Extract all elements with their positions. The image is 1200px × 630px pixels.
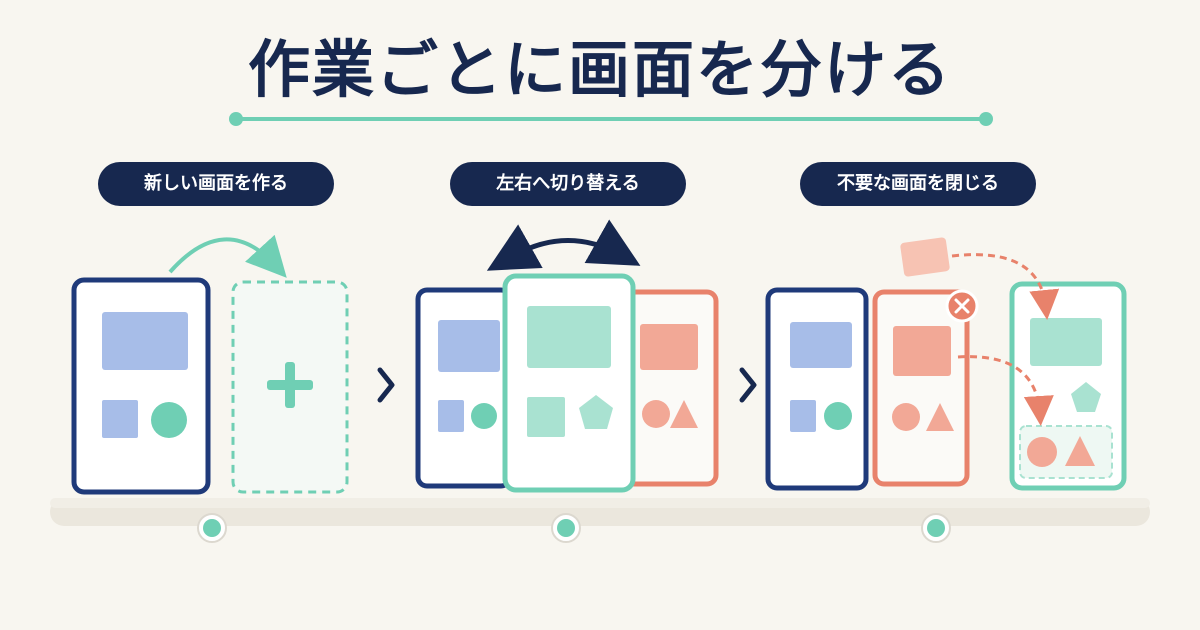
step3-closing-screen bbox=[872, 289, 970, 487]
step2-right-screen bbox=[621, 289, 719, 487]
title-underline bbox=[229, 112, 993, 126]
curved-arrow-icon bbox=[168, 234, 287, 278]
step-label-create: 新しい画面を作る bbox=[98, 162, 334, 206]
page-title: 作業ごとに画面を分ける bbox=[247, 33, 952, 106]
double-arrow-icon bbox=[486, 219, 641, 271]
step-label-close: 不要な画面を閉じる bbox=[800, 162, 1036, 206]
curved-arrow-icon bbox=[951, 253, 1060, 320]
chevron-right-icon bbox=[739, 367, 757, 403]
step3-remaining-screen bbox=[1009, 281, 1127, 491]
step2-left-screen bbox=[415, 287, 513, 489]
step3-left-screen bbox=[765, 287, 869, 491]
step2-active-screen bbox=[502, 273, 636, 493]
step-label-switch: 左右へ切り替える bbox=[450, 162, 686, 206]
discarded-card bbox=[900, 237, 950, 277]
step1-new-screen-placeholder bbox=[231, 280, 349, 494]
step1-existing-screen bbox=[71, 277, 211, 495]
curved-arrow-icon bbox=[957, 355, 1054, 426]
timeline-markers bbox=[197, 513, 951, 543]
base-shelf bbox=[50, 498, 1150, 526]
chevron-right-icon bbox=[377, 367, 395, 403]
close-icon[interactable] bbox=[945, 289, 979, 323]
